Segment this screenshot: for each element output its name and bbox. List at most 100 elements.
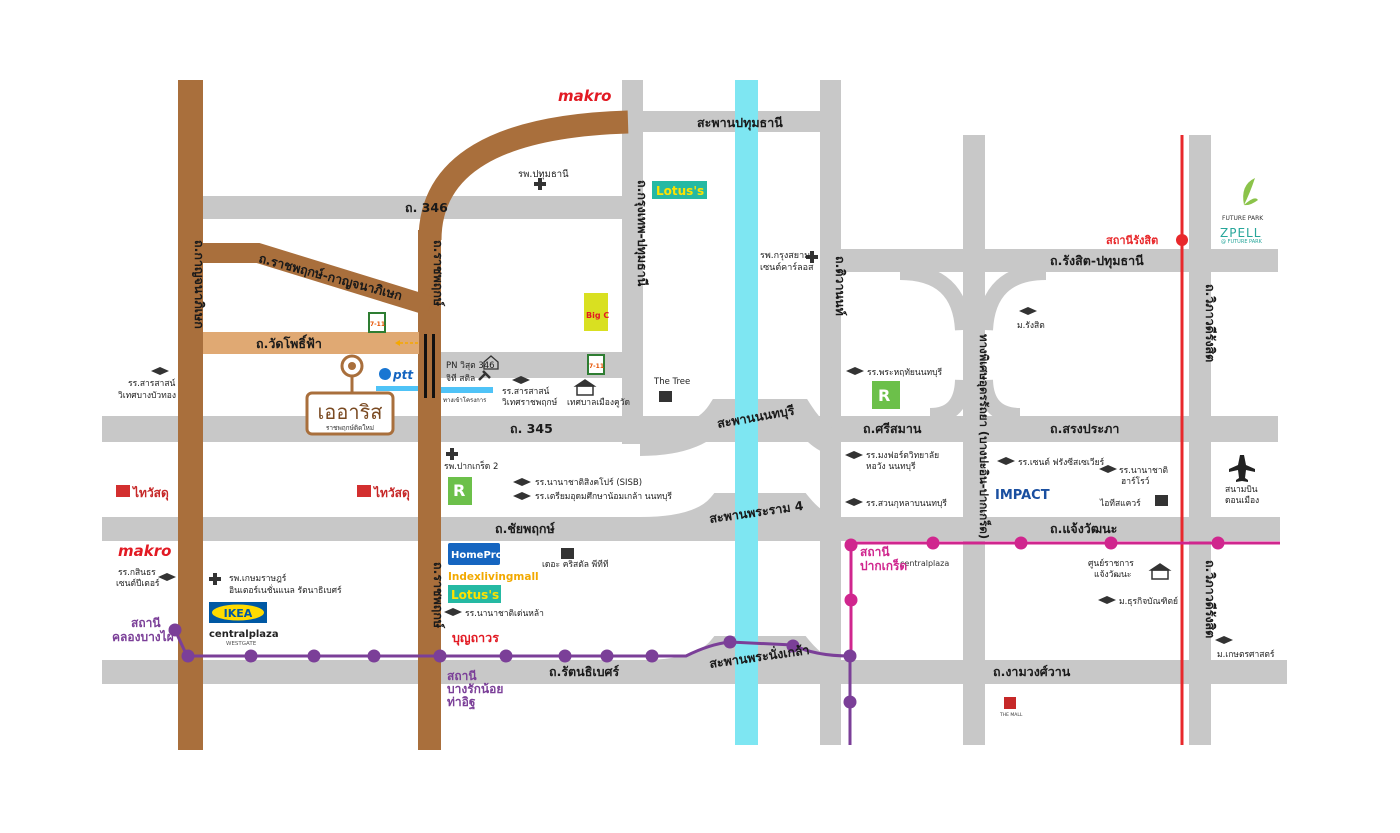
shopping-bag-icons [561,391,1168,559]
label-montfort-2: หอวัง นนทบุรี [866,461,916,472]
label-rangsit-uni: ม.รังสิต [1017,321,1045,331]
zpell-text: ZPELL [1220,226,1261,240]
bigc-text: Big C [586,311,609,320]
hospital-cross-icon [534,178,546,190]
label-ngamwongwan: ถ.งามวงศ์วาน [993,664,1071,679]
thaiwatsadu-2: ไทวัสดุ [357,485,410,501]
road-songprapa [985,416,1278,442]
project-marker: เออาริส ราชพฤกษ์ติดใหม่ [305,354,395,436]
label-kasinthorn-2: เซนต์ปีเตอร์ [116,578,160,589]
label-municipality: เทศบาลเมืองคูวัด [567,397,630,408]
station-bang-rak-noi-3: ท่าอิฐ [447,695,476,710]
label-vibhavadi-bottom: ถ.วิภาวดีรังสิต [1203,560,1218,638]
label-tiwanon: ถ.ติวานนท์ [833,256,848,316]
impact-logo: IMPACT [995,488,1050,503]
government-building-icon [573,379,597,396]
hospital-cross-icon [209,573,221,585]
grey-roads [102,80,1287,745]
ptt-logo-icon [379,368,391,380]
future-park-leaf-icon [1243,178,1258,206]
svg-text:7-11: 7-11 [589,363,604,370]
road-346 [203,196,628,219]
lotus-mid: Lotus's [451,588,499,602]
label-road-346: ถ. 346 [405,200,448,215]
label-st-francis: รร.เซนต์ ฟรังซีสเซเวียร์ [1018,457,1105,468]
label-harrow-1: รร.นานาชาติ [1119,466,1168,476]
label-jithi: จิที สติล [446,373,475,384]
label-ratchaphruek: ถ.ราชพฤกษ์ [431,240,446,306]
bridge-curve-nangklao [639,636,841,684]
label-ratchaphruek-lower: ถ.ราชพฤกษ์ [431,562,446,628]
label-krungsiam-1: รพ.กรุงสยาม [760,251,810,261]
svg-text:R: R [878,386,890,405]
central-plaza-pk: centralplaza [900,559,949,568]
house-icon [483,355,499,370]
graduation-cap-icons [151,307,1233,644]
road-expressway [963,135,985,745]
station-bang-rak-noi-1: สถานี [447,669,477,683]
purple-stations [168,623,857,709]
label-krungsiam-2: เซนต์คาร์ลอส [760,261,814,273]
label-kanchana-west: ถ.กาญจนาภิเษก [192,240,207,329]
label-dhurakij: ม.ธุรกิจบัณฑิตย์ [1119,596,1178,607]
label-road-345: ถ. 345 [510,421,553,436]
label-don-mueang-2: ดอนเมือง [1225,495,1259,506]
the-mall-logo [1004,697,1016,709]
label-it-square: ไอทีสแควร์ [1099,498,1141,509]
label-sarasas-ratch-1: รร.สารสาสน์ [502,386,550,397]
label-pathum-hospital: รพ.ปทุมธานี [518,168,569,180]
label-kasetsart: ม.เกษตรศาสตร์ [1217,649,1275,660]
seven-eleven-1: 7-11 [368,312,386,333]
ptt-text: ptt [392,368,414,382]
label-chaiyaphruek: ถ.ชัยพฤกษ์ [495,521,555,536]
label-govt-center-2: แจ้งวัฒนะ [1094,569,1131,580]
label-rattanathibet: ถ.รัตนธิเบศร์ [549,664,619,679]
government-building-icon [1148,563,1172,580]
hospital-cross-icon [446,448,458,460]
label-sarasas-ratch-2: วิเทศราชพฤกษ์ [502,397,558,408]
zpell-sub: @ FUTURE PARK [1221,239,1263,245]
road-ratchaphruek [418,230,441,750]
label-chaeng-watthana: ถ.แจ้งวัฒนะ [1050,521,1117,536]
future-park-text: FUTURE PARK [1222,215,1264,222]
bridge-curve-rama4 [639,493,841,541]
label-pak-kret-hospital: รพ.ปากเกร็ด 2 [444,460,498,472]
the-mall-text: THE MALL [999,712,1023,718]
pink-stations [844,536,1225,607]
bigc-logo [584,293,608,331]
svg-text:ไทวัสดุ: ไทวัสดุ [131,485,169,501]
project-box [305,391,395,436]
station-khlong-bang-phai-1: สถานี [131,616,161,630]
label-govt-center-1: ศูนย์ราชการ [1088,558,1134,569]
label-sisb: รร.นานาชาติสิงคโปร์ (SISB) [535,477,642,488]
central-westgate: centralplaza [209,629,279,640]
westgate: WESTGATE [226,641,257,647]
label-intl-school: รร.นานาชาติเด่นหล้า [465,608,544,619]
label-pn-wisut: PN วิสุต 346 [446,361,495,371]
label-montfort-1: รร.มงฟอร์ตวิทยาลัย [866,450,939,461]
label-the-tree: The Tree [653,377,690,387]
label-songprapa: ถ.สรงประภา [1050,421,1119,436]
hammer-icon [478,370,491,381]
airplane-icon [1229,455,1255,482]
label-kasemrad-2: อินเตอร์เนชั่นแนล รัตนาธิเบศร์ [229,584,342,596]
entrance-arrow-head [395,340,400,346]
label-kasinthorn-1: รร.กสินธร [118,568,156,578]
label-harrow-2: ฮาร์โรว์ [1121,476,1150,487]
station-khlong-bang-phai-2: คลองบางไผ่ [112,629,174,644]
homepro-text: HomePro [451,550,503,561]
label-wat-phrao: ถ.วัดโพธิ์ฟ้า [256,334,322,351]
makro-top: makro [558,87,611,105]
road-bangkok-pathum [622,80,643,444]
road-wat-phrao [203,332,419,354]
robinson-1: R [448,477,472,505]
road-rangsit-pathum [830,249,1278,272]
road-kanchana-west [178,80,203,750]
road-pathum-bridge [628,111,840,132]
label-expressway: ทางพิเศษอุดรรัถยา (บางปะอิน-ปากเกร็ด) [976,334,992,539]
thaiwatsadu-1: ไทวัสดุ [116,485,169,501]
label-suan-kulap: รร.สวนกุหลาบนนทบุรี [866,498,947,509]
label-triam: รร.เตรียมอุดมศึกษาน้อมเกล้า นนทบุรี [535,491,672,502]
road-ratchaphruek-kanchana [203,243,433,316]
label-don-mueang-1: สนามบิน [1225,485,1258,495]
